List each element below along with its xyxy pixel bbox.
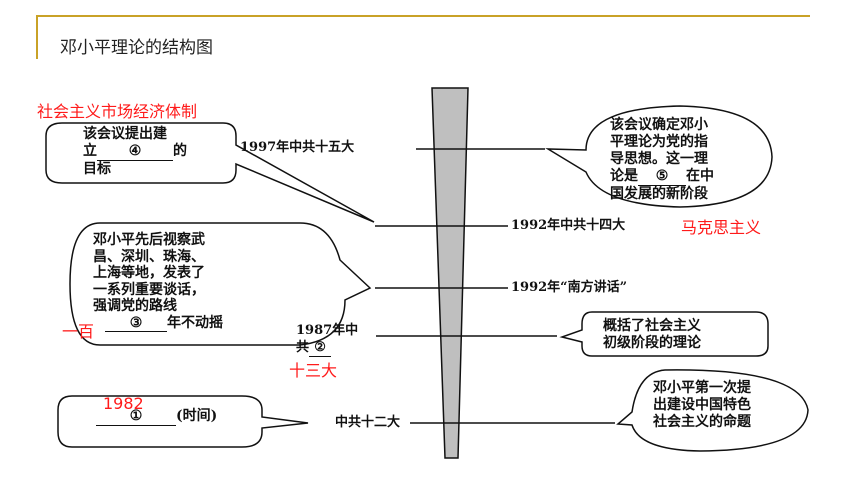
page-title: 邓小平理论的结构图 (60, 38, 213, 58)
bubble-1-line1: 该会议提出建 (83, 126, 167, 142)
bubble-2-shape (69, 222, 372, 346)
bubble-6-shape (616, 369, 809, 452)
timeline-pillar (431, 87, 469, 459)
bubble-1-shape (45, 122, 375, 223)
bubble-2-line2: 昌、深圳、珠海、 (93, 248, 205, 265)
answer-4: 社会主义市场经济体制 (37, 102, 198, 121)
bubble-2-line6-post: 年不动摇 (167, 314, 223, 331)
bubble-1-line2-post: 的 (173, 143, 187, 159)
bubble-6-line3: 社会主义的命题 (653, 414, 751, 430)
bubble-4-line4-post: 在中 (686, 168, 714, 184)
bubble-2-text: 邓小平先后视察武 昌、深圳、珠海、 上海等地，发表了 一系列重要谈话， 强调党的… (93, 232, 223, 332)
blank-5: ⑤ (638, 168, 686, 186)
bubble-2-line3: 上海等地，发表了 (93, 265, 205, 281)
bubble-6-line1: 邓小平第一次提 (653, 380, 751, 396)
title-accent-line (36, 17, 38, 59)
event-1987-prefix: 共 (296, 340, 310, 355)
bubble-2-line5: 强调党的路线 (93, 298, 177, 314)
bubble-1-line3: 目标 (83, 161, 111, 177)
blank-4: ④ (97, 143, 173, 161)
bubble-4-line5: 国发展的新阶段 (610, 186, 708, 202)
event-1982-label: 中共十二大 (335, 415, 401, 430)
bubble-5-line2: 初级阶段的理论 (603, 335, 701, 351)
answer-5: 马克思主义 (681, 218, 762, 237)
event-1992-14th-label: 1992年中共十四大 (511, 218, 626, 233)
bubble-5-shape (559, 311, 769, 357)
bubble-2-line1: 邓小平先后视察武 (93, 232, 205, 248)
event-1987-label-line1: 1987年中 (296, 323, 359, 338)
bubble-4-line1: 该会议确定邓小 (610, 117, 708, 133)
bubble-4-line2: 平理论为党的指 (610, 134, 708, 150)
blank-1: ① (96, 408, 176, 426)
answer-1: 1982 (103, 394, 144, 413)
bubble-4-line4-pre: 论是 (610, 168, 638, 184)
answer-2: 十三大 (289, 361, 338, 380)
blank-3: ③ (105, 315, 167, 332)
bubble-6-text: 邓小平第一次提 出建设中国特色 社会主义的命题 (653, 380, 751, 431)
event-1992-south-talk-label: 1992年“南方讲话” (511, 280, 628, 295)
title-bar (36, 15, 810, 59)
event-1997-label: 1997年中共十五大 (240, 140, 355, 155)
bubble-6-line2: 出建设中国特色 (653, 397, 751, 413)
bubble-3-text: ①(时间) (96, 408, 217, 426)
bubble-3-post: (时间) (176, 408, 218, 424)
blank-2: ② (309, 340, 332, 357)
bubble-4-line3: 导思想。这一理 (610, 151, 708, 167)
answer-3: 一百 (62, 322, 95, 341)
bubble-2-line4: 一系列重要谈话， (93, 281, 205, 298)
bubble-1-line2-pre: 立 (83, 143, 97, 159)
bubble-5-line1: 概括了社会主义 (603, 318, 701, 334)
bubble-3-shape (57, 395, 309, 448)
bubble-4-shape (545, 105, 773, 208)
bubble-5-text: 概括了社会主义 初级阶段的理论 (603, 318, 701, 352)
